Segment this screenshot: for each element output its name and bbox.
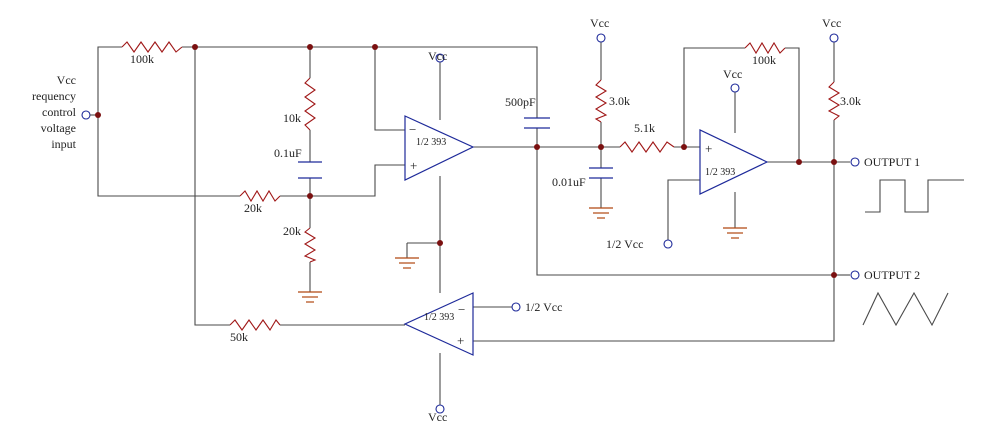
vcc-terminal [435,404,445,414]
vcc-terminal [730,83,740,93]
opamp-1: − + 1/2 393 [404,115,475,181]
junction-dot [831,272,837,278]
junction-dot [796,159,802,165]
junction-dot [598,144,604,150]
capacitor-label: 500pF [505,95,536,109]
wires [97,42,850,405]
terminals [81,33,860,414]
opamp-2: + 1/2 393 [699,129,769,195]
resistor-100k-feedback [744,41,786,55]
input-label-line-2: requency [32,89,76,103]
junctions [95,44,837,278]
opamp-3-label: 1/2 393 [424,312,454,323]
input-label-line-3: control [42,105,77,119]
resistor-label: 5.1k [634,121,655,135]
opamp-3-plus: + [457,333,464,348]
labels: Vcc requency control voltage input 100k … [32,16,920,424]
vcc-label: Vcc [723,67,742,81]
vcc-terminal [596,33,606,43]
junction-dot [95,112,101,118]
half-vcc-label: 1/2 Vcc [525,300,562,314]
half-vcc-label: 1/2 Vcc [606,237,643,251]
output-2-label: OUTPUT 2 [864,268,920,282]
junction-dot [307,193,313,199]
resistor-3k0-output [827,81,841,121]
vcc-terminal [435,53,445,63]
half-vcc-terminal [511,302,521,312]
input-label-line-5: input [51,137,76,151]
resistor-50k [229,319,281,332]
junction-dot [681,144,687,150]
opamp-1-plus: + [410,158,417,173]
output-1-label: OUTPUT 1 [864,155,920,169]
junction-dot [534,144,540,150]
capacitor-0u1 [298,161,322,179]
resistor-20k-vertical [303,227,317,263]
grounds [298,207,747,303]
opamp-3-minus: − [458,302,465,317]
resistor-label: 3.0k [609,94,630,108]
triangle-wave-icon [862,291,949,327]
junction-dot [307,44,313,50]
input-label-line-1: Vcc [57,73,76,87]
vcc-label: Vcc [428,410,447,424]
opamp-2-label: 1/2 393 [705,167,735,178]
resistor-3k0-mid [594,79,608,123]
resistor-5k1 [619,141,675,153]
opamp-2-plus: + [705,141,712,156]
resistors [121,41,841,332]
ground-symbol [589,207,613,219]
ground-symbol [723,227,747,239]
opamp-1-label: 1/2 393 [416,137,446,148]
resistor-10k [304,77,316,131]
opamp-1-minus: − [409,122,416,137]
output-2-terminal [850,270,860,280]
capacitor-500p [524,117,550,129]
resistor-100k-input [121,41,183,53]
resistor-label: 100k [130,52,154,66]
output-1-terminal [850,157,860,167]
vcc-label: Vcc [428,49,447,63]
junction-dot [437,240,443,246]
half-vcc-terminal [663,239,673,249]
input-label-line-4: voltage [41,121,76,135]
capacitor-0u01 [589,167,613,179]
input-terminal [81,110,91,120]
vcc-label: Vcc [822,16,841,30]
junction-dot [192,44,198,50]
capacitor-label: 0.1uF [274,146,302,160]
resistor-20k-horizontal [239,189,281,203]
opamp-3: 1/2 393 − + [403,292,474,356]
vcc-terminal [829,33,839,43]
resistor-label: 20k [244,201,262,215]
junction-dot [831,159,837,165]
resistor-label: 20k [283,224,301,238]
junction-dot [372,44,378,50]
capacitors [298,117,613,179]
resistor-label: 50k [230,330,248,344]
capacitor-label: 0.01uF [552,175,586,189]
ground-symbol [298,291,322,303]
ground-symbol [395,257,419,269]
resistor-label: 3.0k [840,94,861,108]
resistor-label: 100k [752,53,776,67]
vcc-label: Vcc [590,16,609,30]
resistor-label: 10k [283,111,301,125]
square-wave-icon [865,179,964,213]
